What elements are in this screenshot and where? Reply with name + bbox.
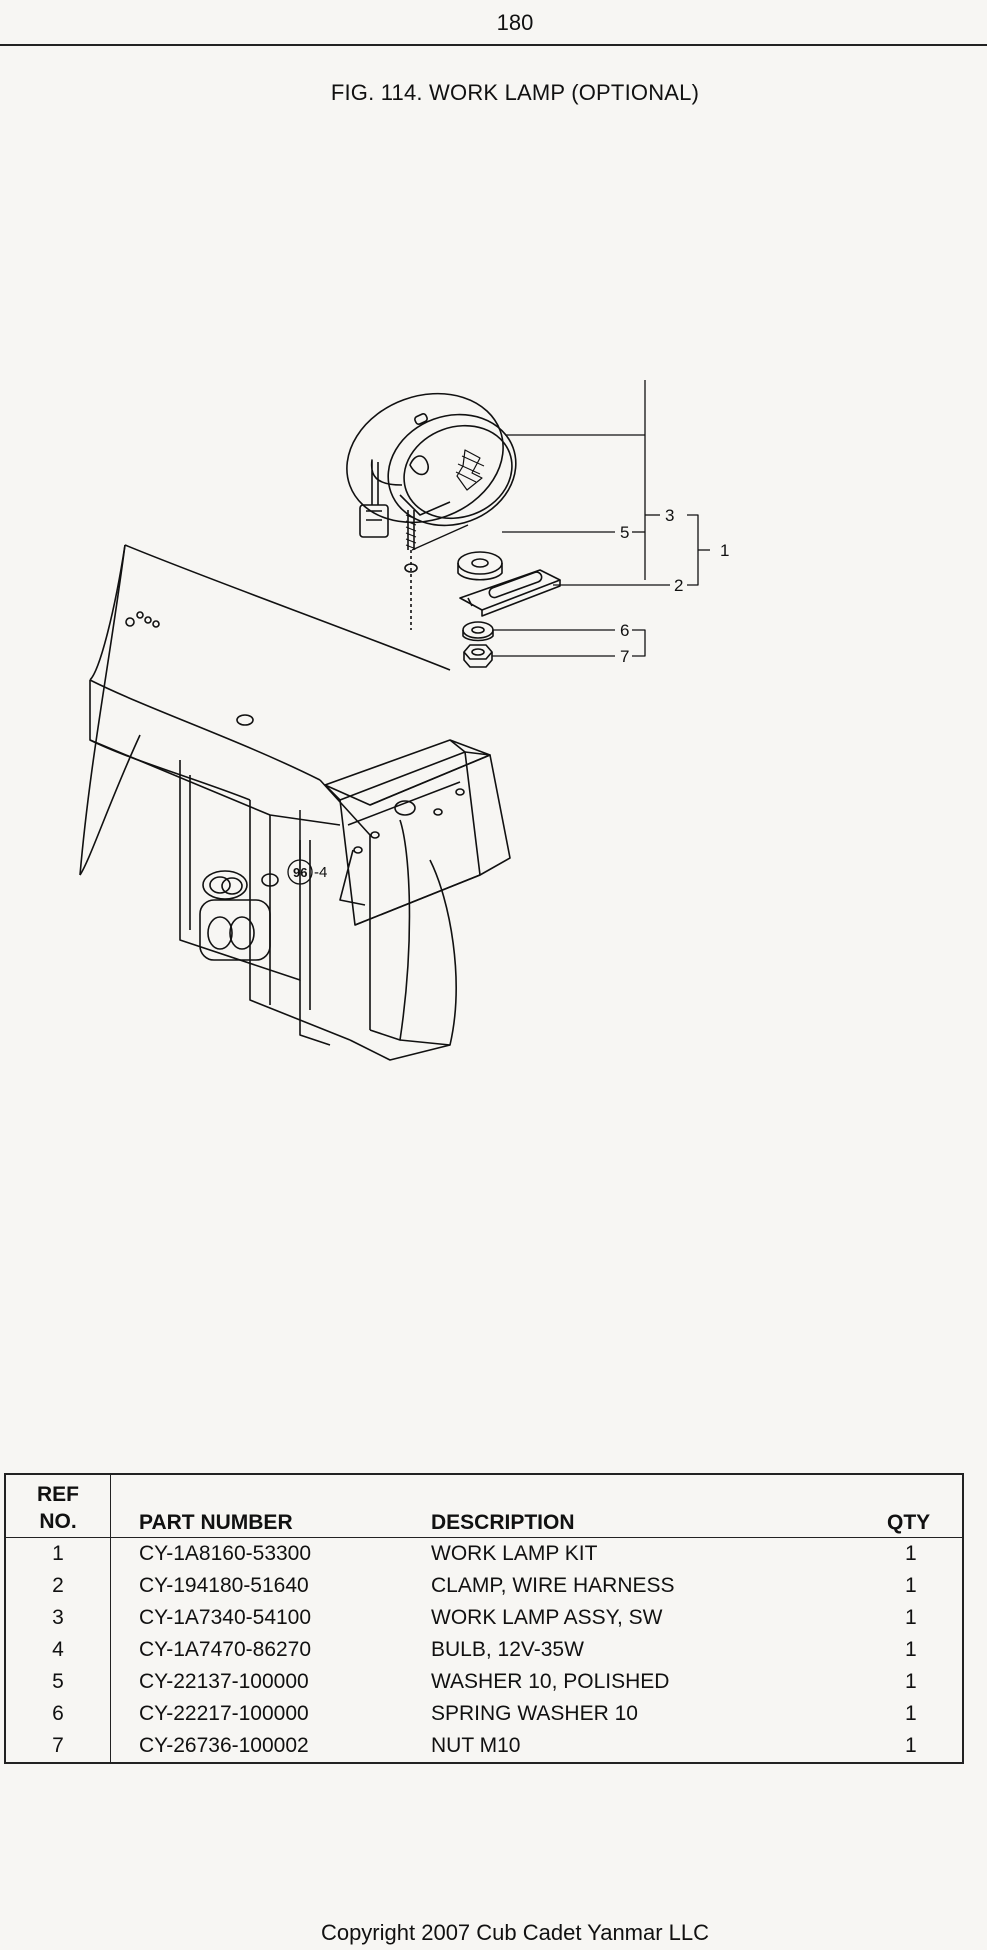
- row-ref: 4: [5, 1634, 111, 1666]
- row-ref: 6: [5, 1698, 111, 1730]
- row-part-number: CY-1A7470-86270: [139, 1638, 312, 1661]
- row-qty: 1: [905, 1574, 917, 1597]
- table-row: 4 CY-1A7470-86270 BULB, 12V-35W 1: [5, 1634, 963, 1666]
- copyright-footer: Copyright 2007 Cub Cadet Yanmar LLC: [320, 1920, 710, 1945]
- header-part-number: PART NUMBER: [110, 1474, 403, 1538]
- row-part-number: CY-1A7340-54100: [139, 1606, 312, 1629]
- row-description: NUT M10: [431, 1734, 521, 1757]
- header-description: DESCRIPTION: [403, 1474, 887, 1538]
- leader-lines: [299, 380, 710, 868]
- callout-5: 5: [620, 523, 629, 542]
- table-row: 6 CY-22217-100000 SPRING WASHER 10 1: [5, 1698, 963, 1730]
- header-qty: QTY: [887, 1474, 963, 1538]
- ref-circle-number: 96: [293, 865, 307, 880]
- row-description: CLAMP, WIRE HARNESS: [431, 1574, 675, 1597]
- row-ref: 2: [5, 1570, 111, 1602]
- callout-2: 2: [674, 576, 683, 595]
- work-lamp-illustration: [346, 392, 517, 630]
- mounting-bracket-illustration: [324, 739, 511, 926]
- row-part-number: CY-26736-100002: [139, 1734, 309, 1757]
- callout-3: 3: [665, 506, 674, 525]
- row-part-number: CY-194180-51640: [139, 1574, 309, 1597]
- header-rule: [0, 44, 987, 46]
- row-ref: 5: [5, 1666, 111, 1698]
- table-row: 1 CY-1A8160-53300 WORK LAMP KIT 1: [5, 1537, 963, 1570]
- table-row: 3 CY-1A7340-54100 WORK LAMP ASSY, SW 1: [5, 1602, 963, 1634]
- diagram-svg: 4 3 5 1 2 6 7 96 -4: [79, 380, 729, 1061]
- row-ref: 3: [5, 1602, 111, 1634]
- fender-body-illustration: [79, 544, 457, 1061]
- exploded-parts-diagram: 4 3 5 1 2 6 7 96 -4: [70, 380, 930, 1120]
- table-row: 5 CY-22137-100000 WASHER 10, POLISHED 1: [5, 1666, 963, 1698]
- ref-circle: [287, 859, 313, 885]
- hardware-illustration: [457, 551, 561, 668]
- figure-title: FIG. 114. WORK LAMP (OPTIONAL): [330, 80, 700, 105]
- row-qty: 1: [905, 1702, 917, 1725]
- row-qty: 1: [905, 1606, 917, 1629]
- callout-7: 7: [620, 647, 629, 666]
- row-part-number: CY-22217-100000: [139, 1702, 309, 1725]
- row-part-number: CY-1A8160-53300: [139, 1542, 312, 1565]
- row-part-number: CY-22137-100000: [139, 1670, 309, 1693]
- row-description: WORK LAMP KIT: [431, 1542, 598, 1565]
- row-description: BULB, 12V-35W: [431, 1638, 584, 1661]
- row-description: WORK LAMP ASSY, SW: [431, 1606, 663, 1629]
- callout-6: 6: [620, 621, 629, 640]
- row-qty: 1: [905, 1638, 917, 1661]
- callout-1: 1: [720, 541, 729, 560]
- row-qty: 1: [905, 1542, 917, 1565]
- row-qty: 1: [905, 1670, 917, 1693]
- row-qty: 1: [905, 1734, 917, 1757]
- row-ref: 7: [5, 1730, 111, 1763]
- row-description: WASHER 10, POLISHED: [431, 1670, 670, 1693]
- table-row: 7 CY-26736-100002 NUT M10 1: [5, 1730, 963, 1763]
- page-number: 180: [496, 10, 534, 35]
- row-description: SPRING WASHER 10: [431, 1702, 638, 1725]
- table-row: 2 CY-194180-51640 CLAMP, WIRE HARNESS 1: [5, 1570, 963, 1602]
- row-ref: 1: [5, 1537, 111, 1570]
- ref-circle-suffix: -4: [314, 864, 327, 881]
